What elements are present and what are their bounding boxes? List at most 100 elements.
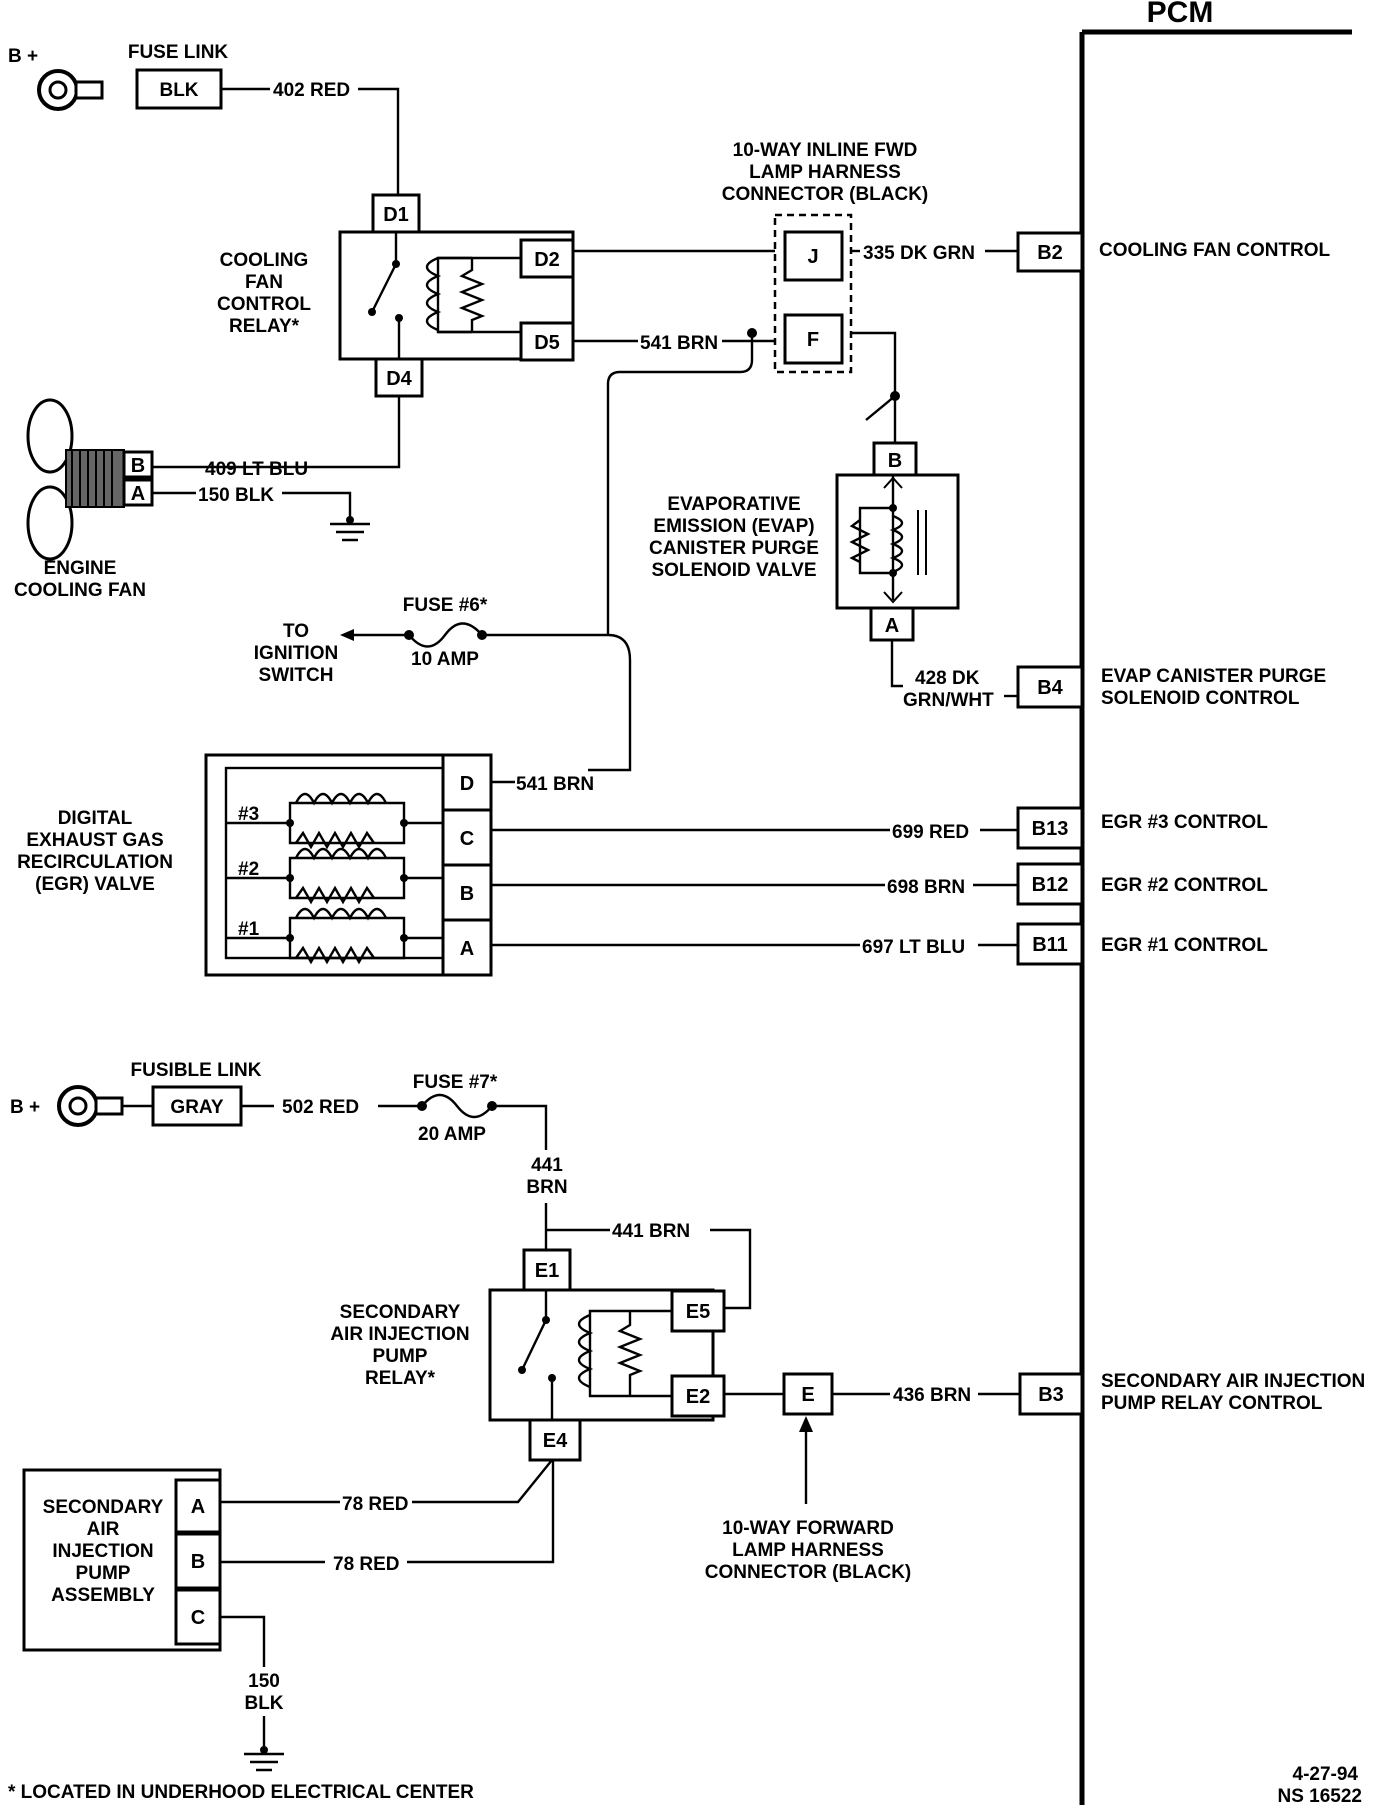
egr-label-4: (EGR) VALVE: [35, 874, 155, 895]
pcm-pin-b13: B13 EGR #3 CONTROL: [1016, 806, 1268, 850]
wire-409: 409 LT BLU: [205, 459, 308, 480]
fuse6-title: FUSE #6*: [403, 595, 488, 616]
egr-pin-b: B: [460, 883, 474, 905]
wire-436: 436 BRN: [893, 1385, 971, 1406]
fuse-link-title: FUSE LINK: [128, 42, 229, 63]
diagram-code: NS 16522: [1277, 1786, 1362, 1807]
wire-441-line2: BRN: [526, 1177, 567, 1198]
pin-d1: D1: [383, 204, 409, 226]
pump-label-4: PUMP: [76, 1563, 131, 1584]
fan-pin-a: A: [131, 483, 145, 505]
egr-coil-2: [226, 847, 443, 905]
connector-bottom: E 10-WAY FORWARD LAMP HARNESS CONNECTOR …: [705, 1372, 912, 1583]
egr-pin-a: A: [460, 938, 474, 960]
connector-top-label-1: 10-WAY INLINE FWD: [733, 140, 918, 161]
pump-label-5: ASSEMBLY: [51, 1585, 155, 1606]
cooling-relay-label-3: CONTROL: [217, 294, 311, 315]
egr-coil-2-label: #2: [238, 859, 259, 880]
air-injection-relay: E1 E5 E2 E4 SECONDARY AIR INJECTION PUMP…: [330, 1248, 726, 1462]
pcm-b4-desc-2: SOLENOID CONTROL: [1101, 688, 1300, 709]
wire-441-line1: 441: [531, 1155, 563, 1176]
air-injection-pump: A B C SECONDARY AIR INJECTION PUMP ASSEM…: [22, 1468, 222, 1652]
egr-label-2: EXHAUST GAS: [26, 830, 163, 851]
egr-pin-d: D: [460, 773, 474, 795]
arrow-up-icon: [799, 1416, 813, 1432]
fuse7-title: FUSE #7*: [413, 1072, 498, 1093]
egr-coil-3: [226, 792, 443, 850]
pcm-pin-b2: B2 COOLING FAN CONTROL: [1016, 231, 1331, 273]
fuse-icon-7: [421, 1093, 493, 1119]
pump-pin-c: C: [191, 1607, 205, 1629]
evap-pin-b: B: [888, 450, 902, 472]
engine-cooling-fan: B A ENGINE COOLING FAN: [14, 398, 154, 601]
fan-pin-b: B: [131, 455, 145, 477]
pcm-pin-b11: B11 EGR #1 CONTROL: [1016, 922, 1268, 966]
wire-441-loop: 441 BRN: [612, 1221, 690, 1242]
pin-e1: E1: [535, 1260, 559, 1282]
fuse-6: FUSE #6* 10 AMP TO IGNITION SWITCH: [254, 595, 608, 686]
wire-428-line2: GRN/WHT: [903, 690, 994, 711]
wire-150-bottom-line2: BLK: [244, 1693, 283, 1714]
pin-f: F: [807, 329, 819, 351]
pump-pin-a: A: [191, 1496, 205, 1518]
cooling-fan-relay: D1 D2 D5 D4 COOLING FAN CONTROL RELAY*: [217, 193, 575, 398]
pcm-b13-desc: EGR #3 CONTROL: [1101, 812, 1268, 833]
pcm-pin-b4-label: B4: [1037, 677, 1063, 699]
connector-bottom-label-3: CONNECTOR (BLACK): [705, 1562, 912, 1583]
fuse-link-bottom: B + FUSIBLE LINK GRAY 502 RED: [10, 1060, 422, 1127]
pcm-b4-desc-1: EVAP CANISTER PURGE: [1101, 666, 1326, 687]
fuse-link-top: B + FUSE LINK BLK 402 RED: [8, 42, 400, 195]
egr-label-3: RECIRCULATION: [17, 852, 173, 873]
pcm-title: PCM: [1147, 0, 1214, 29]
pcm-pin-b12: B12 EGR #2 CONTROL: [1016, 862, 1268, 906]
fuse-icon: [408, 622, 483, 648]
pcm-pin-b11-label: B11: [1032, 934, 1068, 956]
wire-697: 697 LT BLU: [862, 937, 965, 958]
egr-coil-1-label: #1: [238, 919, 260, 940]
fuse-link-color: BLK: [159, 80, 198, 101]
wire-699: 699 RED: [892, 822, 969, 843]
connector-top: 10-WAY INLINE FWD LAMP HARNESS CONNECTOR…: [722, 140, 928, 374]
fuse6-rating: 10 AMP: [411, 649, 479, 670]
pcm-b12-desc: EGR #2 CONTROL: [1101, 875, 1268, 896]
fuse-link-blk: [135, 68, 223, 110]
diagram-date: 4-27-94: [1293, 1764, 1359, 1785]
wire-78-b: 78 RED: [333, 1554, 400, 1575]
egr-coil-1: [226, 907, 443, 965]
egr-valve: D C B A #3 #2: [17, 753, 493, 977]
fusible-link-title: FUSIBLE LINK: [131, 1060, 262, 1081]
wire-78-a: 78 RED: [342, 1494, 409, 1515]
air-relay-label-3: PUMP: [373, 1346, 428, 1367]
air-relay-label-1: SECONDARY: [340, 1302, 461, 1323]
pin-e: E: [801, 1384, 814, 1406]
pump-label-3: INJECTION: [52, 1541, 153, 1562]
fan-label-2: COOLING FAN: [14, 580, 146, 601]
air-relay-label-2: AIR INJECTION: [330, 1324, 469, 1345]
pcm-pin-b12-label: B12: [1032, 874, 1069, 896]
fan-blade-icon: [26, 398, 74, 474]
pump-pin-b: B: [191, 1551, 205, 1573]
wire-541-egr: 541 BRN: [516, 774, 594, 795]
connector-bottom-label-2: LAMP HARNESS: [732, 1540, 884, 1561]
pin-e2: E2: [686, 1386, 710, 1408]
wire-541-top: 541 BRN: [640, 333, 718, 354]
connector-top-label-2: LAMP HARNESS: [749, 162, 901, 183]
cooling-relay-label-1: COOLING: [220, 250, 309, 271]
pcm-b3-desc-2: PUMP RELAY CONTROL: [1101, 1393, 1323, 1414]
ground-icon-bottom: [244, 1746, 284, 1772]
evap-label-3: CANISTER PURGE: [649, 538, 819, 559]
pin-d2: D2: [534, 249, 560, 271]
bplus-top: B +: [8, 46, 38, 67]
pcm-pin-b3: B3 SECONDARY AIR INJECTION PUMP RELAY CO…: [1018, 1371, 1365, 1416]
connector-bottom-label-1: 10-WAY FORWARD: [722, 1518, 894, 1539]
arrow-left-icon: [340, 629, 354, 641]
pcm-b3-desc-1: SECONDARY AIR INJECTION: [1101, 1371, 1365, 1392]
pcm-pin-b2-label: B2: [1037, 242, 1063, 264]
egr-label-1: DIGITAL: [58, 808, 133, 829]
pcm-pin-b13-label: B13: [1032, 818, 1069, 840]
pin-e4: E4: [543, 1430, 568, 1452]
pin-e5: E5: [686, 1301, 710, 1323]
pin-d4: D4: [386, 368, 412, 390]
fuse7-rating: 20 AMP: [418, 1124, 486, 1145]
fuse6-to-2: IGNITION: [254, 643, 338, 664]
